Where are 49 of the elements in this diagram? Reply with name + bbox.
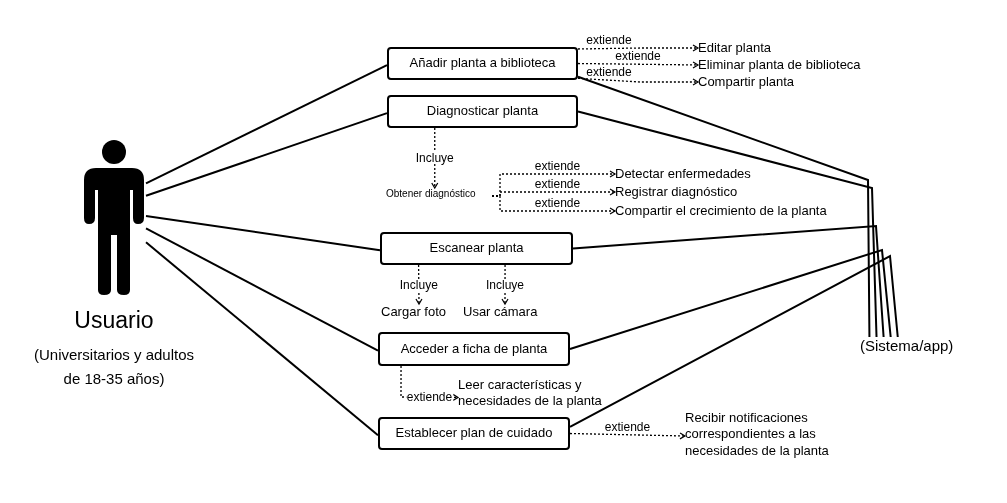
use-case-text: Obtener diagnóstico [386, 188, 492, 204]
association-line [145, 64, 388, 185]
use-case-text: Compartir planta [698, 74, 808, 90]
use-case-box: Acceder a ficha de planta [378, 332, 570, 366]
use-case-box: Diagnosticar planta [387, 95, 578, 128]
actor-name: Usuario [73, 306, 155, 335]
actor-description: (Universitarios y adultos de 18-35 años) [32, 345, 196, 389]
use-case-text: Editar planta [698, 40, 788, 56]
association-line [577, 110, 878, 338]
edge-label: extiende [533, 160, 582, 172]
use-case-text: Compartir el crecimiento de la planta [615, 203, 855, 219]
use-case-text: Cargar foto [381, 304, 457, 320]
edge-label: extiende [533, 197, 582, 209]
dotted-arrow [577, 61, 699, 69]
association-line [145, 214, 381, 252]
edge-label: extiende [614, 50, 662, 63]
use-case-box: Añadir planta a biblioteca [387, 47, 578, 80]
edge-label: Incluye [398, 278, 439, 291]
use-case-text: Recibir notificaciones correspondientes a las necesidades de la planta [685, 410, 855, 462]
association-line [572, 224, 885, 338]
edge-label: extiende [533, 178, 582, 190]
dotted-arrow [431, 127, 439, 189]
association-line [569, 248, 892, 350]
association-line [569, 254, 899, 428]
edge-label: extiende [585, 34, 633, 47]
dotted-arrow [491, 195, 616, 215]
edge-label: extiende [603, 420, 652, 433]
use-case-text: Leer características y necesidades de la planta [458, 377, 623, 411]
dotted-arrow [569, 432, 686, 440]
association-line [145, 227, 379, 352]
edge-label: Incluye [414, 152, 455, 164]
use-case-text: Eliminar planta de biblioteca [698, 57, 883, 73]
association-line [577, 75, 871, 338]
use-case-text: Registrar diagnóstico [615, 184, 755, 200]
edge-label: Incluye [485, 278, 526, 291]
use-case-text: Usar cámara [463, 304, 547, 320]
association-line [145, 112, 388, 197]
use-case-text: (Sistema/app) [860, 337, 978, 359]
use-case-box: Establecer plan de cuidado [378, 417, 570, 450]
edge-label: extiende [405, 391, 454, 404]
use-case-box: Escanear planta [380, 232, 573, 265]
dotted-arrow [501, 264, 509, 305]
dotted-arrow [577, 77, 699, 86]
use-case-text: Detectar enfermedades [615, 166, 765, 182]
association-line [145, 241, 379, 437]
person-figure [82, 140, 146, 295]
edge-label: extiende [585, 66, 633, 79]
dotted-arrow [577, 44, 699, 52]
dotted-arrow [415, 264, 423, 305]
